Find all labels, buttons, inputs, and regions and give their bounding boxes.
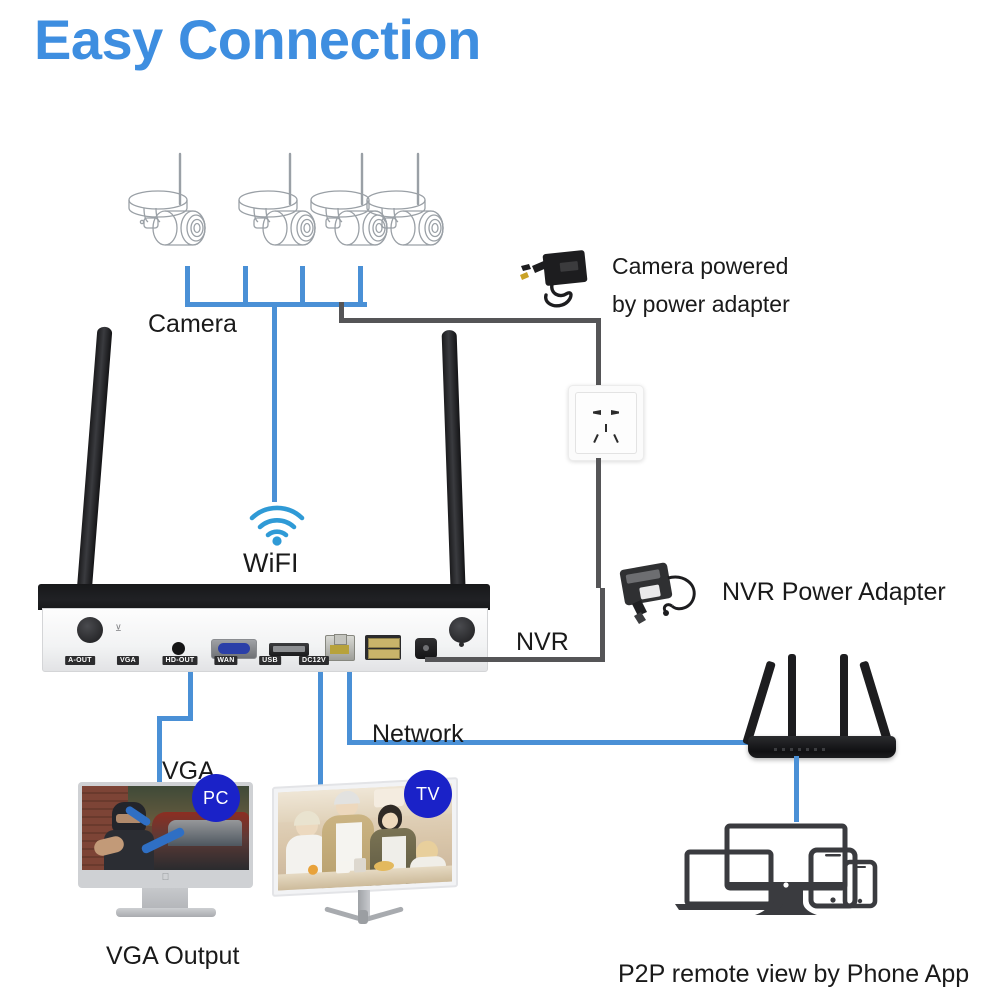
socket-to-nvr-adapter-wire <box>596 458 601 588</box>
nvr-logo-mark: ⊻ <box>115 623 122 633</box>
nvr-port-label-dc12v: DC12V <box>298 656 330 665</box>
port-hd-out[interactable] <box>269 643 309 656</box>
multi-device-icon <box>675 823 878 915</box>
nvr-dc-wire-right <box>425 657 605 662</box>
p2p-label: P2P remote view by Phone App <box>618 960 970 988</box>
camera-power-wire-right <box>339 318 600 323</box>
socket-pin-right <box>611 410 619 415</box>
camera-power-label-line2: by power adapter <box>612 291 790 317</box>
camera-label: Camera <box>148 310 237 338</box>
wifi-symbol <box>246 498 308 546</box>
nvr-port-label-vga: VGA <box>116 656 140 665</box>
camera-4[interactable] <box>310 146 444 266</box>
nvr-port-label-a-out: A-OUT <box>65 656 95 665</box>
pc-badge: PC <box>192 774 240 822</box>
camera-power-wire-down <box>596 318 601 388</box>
camera-wifi-trunk <box>272 302 277 502</box>
vga-wire-down <box>188 672 193 720</box>
tv-badge: TV <box>404 770 452 818</box>
router-led-row <box>774 748 830 751</box>
nvr-screw <box>459 642 464 647</box>
camera-wire-2 <box>243 266 248 306</box>
port-a-out[interactable] <box>172 642 185 655</box>
tv-base <box>324 906 404 924</box>
tv-badge-label: TV <box>415 783 440 804</box>
network-wire-right <box>347 740 767 745</box>
apple-logo-icon:  <box>82 870 249 884</box>
nvr-power-adapter[interactable] <box>614 556 712 628</box>
wifi-icon <box>249 505 305 546</box>
vga-wire-left <box>157 716 193 721</box>
tv-neck <box>358 890 370 916</box>
port-dc12v[interactable] <box>415 638 437 659</box>
router-to-devices-wire <box>794 756 799 822</box>
port-usb[interactable] <box>365 635 401 660</box>
pc-monitor[interactable]:  PC <box>78 774 253 927</box>
power-adapter-icon <box>520 250 588 308</box>
nvr-power-adapter-label: NVR Power Adapter <box>722 578 946 606</box>
pc-screen-content <box>82 786 249 870</box>
bullet-camera-icon <box>128 152 206 246</box>
nvr-label: NVR <box>516 628 569 656</box>
antenna-base-left <box>77 617 103 643</box>
vga-wire-to-pc <box>157 716 162 782</box>
vga-output-label: VGA Output <box>106 942 240 970</box>
camera-power-adapter[interactable] <box>516 246 598 312</box>
router-antenna-3 <box>840 654 848 744</box>
camera-wire-4 <box>358 266 363 306</box>
nvr-port-label-wan: WAN <box>214 656 238 665</box>
camera-wire-1 <box>185 266 190 306</box>
hdout-wire-to-tv <box>318 672 323 786</box>
router-body <box>748 736 896 758</box>
port-wan[interactable] <box>325 634 355 661</box>
pc-monitor-base <box>116 908 216 917</box>
wifi-label: WiFI <box>243 548 299 578</box>
camera-wire-3 <box>300 266 305 306</box>
socket-pin-left <box>593 410 601 415</box>
nvr-top-cover <box>38 584 490 610</box>
router-antenna-2 <box>788 654 796 744</box>
bullet-camera-icon <box>238 152 316 246</box>
socket-pin-top <box>605 424 607 432</box>
bullet-camera-icon <box>366 152 444 246</box>
camera-power-label-line1: Camera powered <box>612 253 789 279</box>
nvr-dc-wire-up <box>600 588 605 662</box>
nvr-power-adapter-icon <box>619 562 696 624</box>
camera-2[interactable] <box>228 146 348 266</box>
power-socket[interactable] <box>568 385 644 461</box>
wan-wire-down <box>347 672 352 744</box>
pc-badge-label: PC <box>202 787 229 808</box>
page-title: Easy Connection <box>34 8 481 71</box>
camera-power-wire-up <box>339 302 344 322</box>
camera-1[interactable] <box>118 146 238 266</box>
device-cluster[interactable] <box>665 820 925 930</box>
socket-face <box>575 392 637 454</box>
router-antenna-1 <box>742 660 776 746</box>
antenna-base-right <box>449 617 475 643</box>
nvr-port-label-hd-out: HD-OUT <box>162 656 198 665</box>
nvr-port-label-usb: USB <box>259 656 281 665</box>
nvr-antenna-left[interactable] <box>74 326 113 627</box>
pc-monitor-neck <box>142 888 188 910</box>
tv-monitor[interactable]: TV <box>272 770 462 932</box>
wifi-router[interactable] <box>736 648 936 760</box>
router-antenna-4 <box>859 660 893 746</box>
network-label: Network <box>372 720 464 748</box>
